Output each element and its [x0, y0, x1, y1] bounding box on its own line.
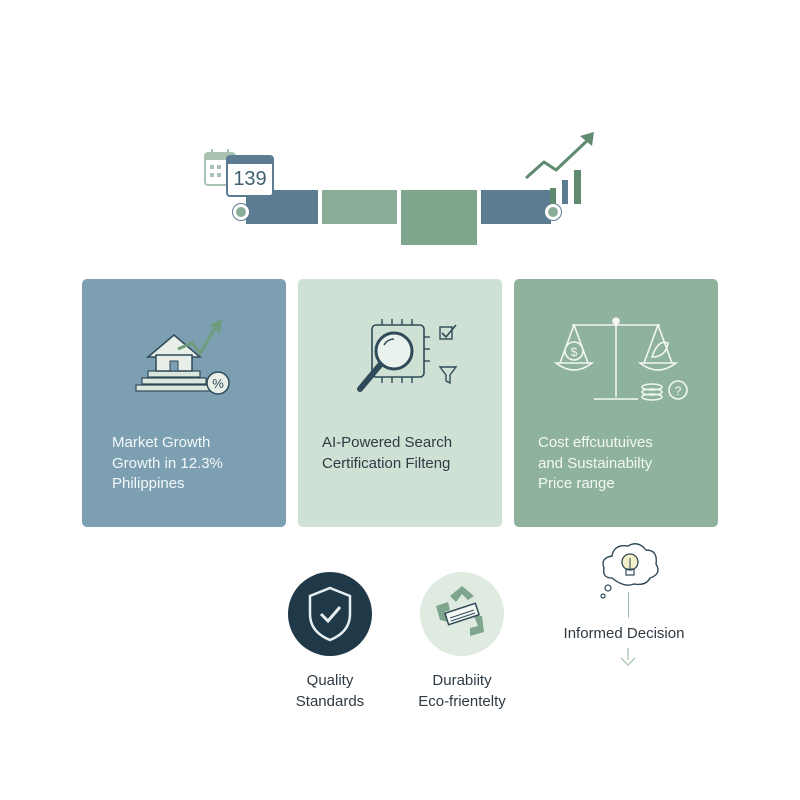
- card-line: Cost effcuutuives: [538, 434, 653, 451]
- card-line: Philippines: [112, 475, 185, 492]
- card-market-growth-text: Market Growth Growth in 12.3% Philippine…: [112, 433, 287, 495]
- eco-label-line: Durabiity: [432, 672, 492, 689]
- quality-circle: [288, 572, 372, 656]
- decision-connector: [628, 592, 629, 618]
- eco-circle: [420, 572, 504, 656]
- card-ai-search: AI-Powered Search Certification Filteng: [298, 279, 502, 527]
- card-line: and Sustainabilty: [538, 454, 653, 472]
- growth-chart-icon: [525, 132, 594, 204]
- calendar-icon: 139: [226, 155, 274, 197]
- card-line: AI-Powered Search: [322, 434, 453, 451]
- quality-label-line: Standards: [295, 692, 365, 710]
- shield-check-icon: [308, 586, 352, 642]
- search-chip-icon: [357, 319, 458, 392]
- house-growth-icon: %: [135, 319, 230, 395]
- svg-text:$: $: [571, 345, 578, 359]
- card-line: Growth in 12.3%: [112, 454, 223, 472]
- card-cost-effectiveness: $ ? Cost effcuutuives and Sustainabilty …: [514, 279, 718, 527]
- timeline-segment-3: [401, 190, 477, 245]
- timeline-segment-4: [481, 190, 551, 224]
- svg-text:?: ?: [675, 384, 682, 398]
- eco-label-line: Eco-frientelty: [418, 692, 506, 710]
- calendar-header: [226, 155, 274, 165]
- card-market-growth: % Market Growth Growth in 12.3% Philippi…: [82, 279, 286, 527]
- quality-label-line: Quality: [306, 672, 354, 689]
- timeline-end-node: [545, 204, 561, 220]
- card-line: Certification Filteng: [322, 454, 451, 472]
- svg-text:%: %: [212, 376, 224, 391]
- card-line: Market Growth: [112, 434, 211, 451]
- timeline-start-node: [233, 204, 249, 220]
- chevron-down-icon: [620, 648, 636, 666]
- balance-scale-icon: $ ?: [553, 317, 688, 401]
- eco-label: Durabiity Eco-frientelty: [400, 671, 524, 712]
- decision-label: Informed Decision: [563, 625, 685, 642]
- timeline-segment-2: [322, 190, 397, 224]
- timeline: 139: [0, 0, 800, 260]
- calendar-body: [226, 164, 274, 197]
- card-ai-search-text: AI-Powered Search Certification Filteng: [322, 433, 497, 474]
- card-line: Price range: [538, 475, 615, 492]
- card-cost-effectiveness-text: Cost effcuutuives and Sustainabilty Pric…: [538, 433, 713, 495]
- lightbulb-thought-icon: [600, 543, 659, 599]
- quality-label: Quality Standards: [270, 671, 390, 712]
- recycle-icon: [436, 586, 484, 636]
- calendar-number: 139: [233, 168, 267, 190]
